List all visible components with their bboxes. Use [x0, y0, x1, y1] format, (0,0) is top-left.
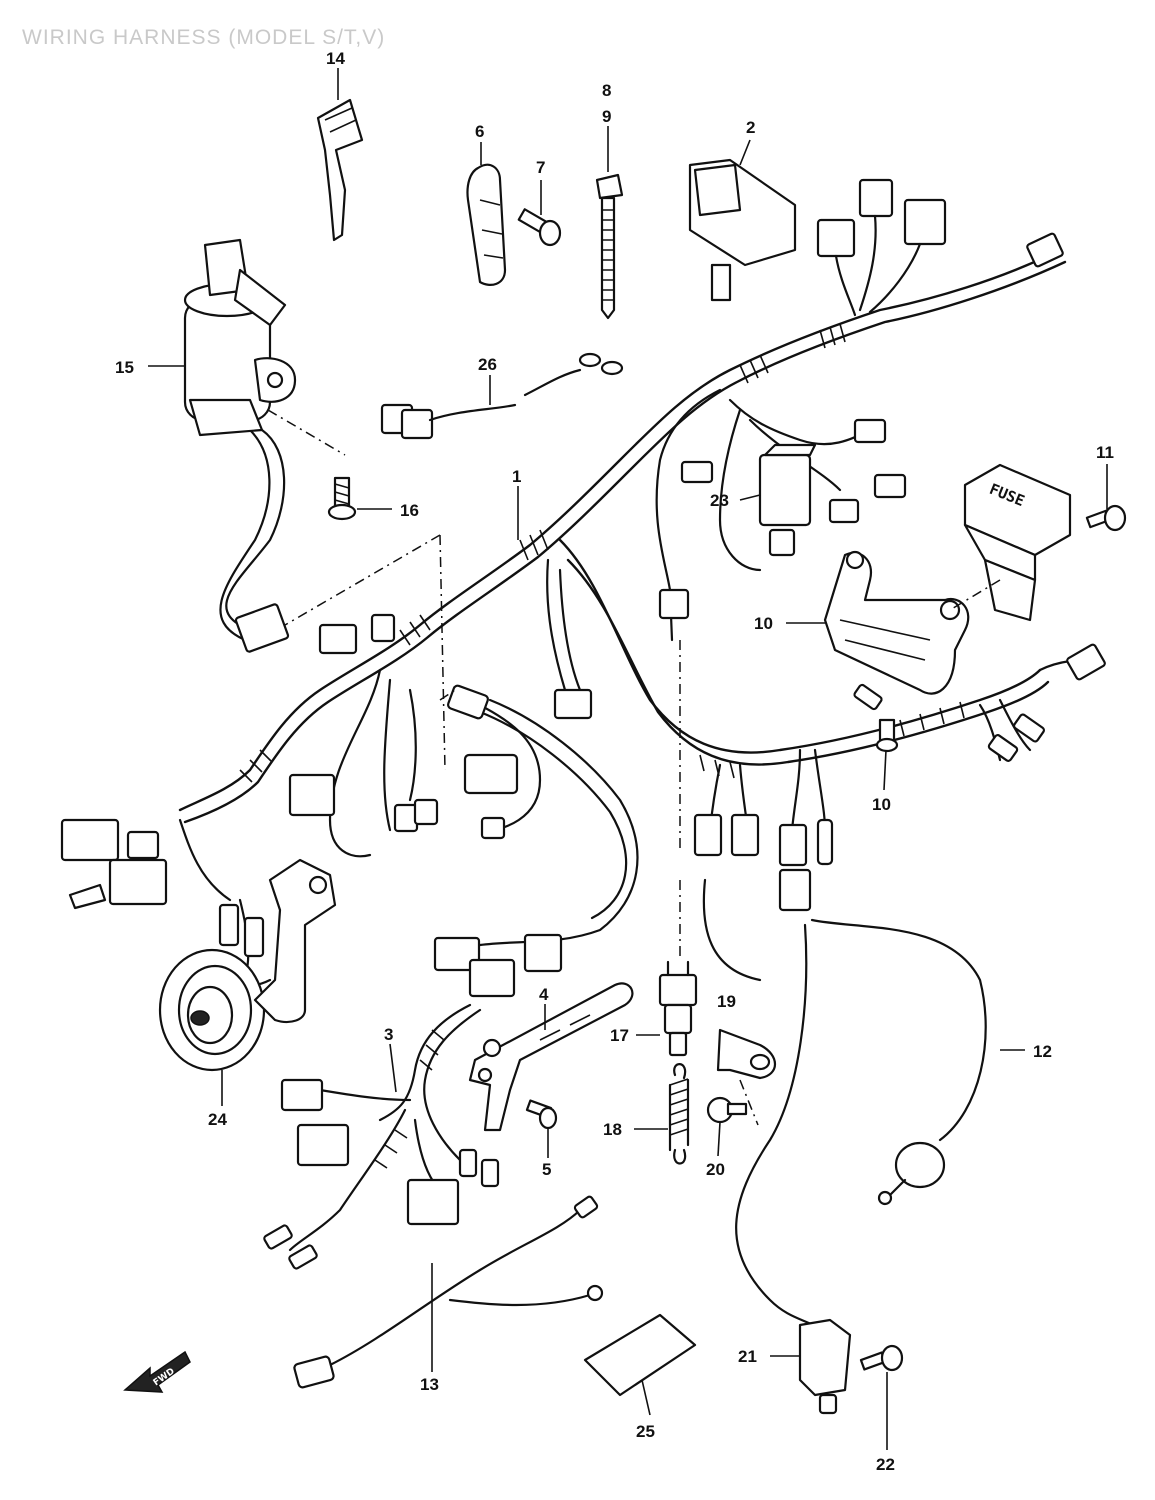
bolt-7 — [517, 208, 562, 247]
main-wiring-harness — [178, 248, 1092, 987]
connector-group-top-right — [816, 178, 1064, 317]
callout-16: 16 — [400, 501, 419, 520]
callout-19: 19 — [717, 992, 736, 1011]
sub-harness-3 — [263, 958, 516, 1270]
front-direction-arrow-icon: FWD — [123, 1350, 191, 1393]
side-stand-switch — [798, 1318, 852, 1415]
bracket-10 — [823, 550, 970, 695]
screw-11 — [1085, 504, 1127, 532]
callout-20: 20 — [706, 1160, 725, 1179]
callout-6: 6 — [475, 122, 484, 141]
callout-2: 2 — [746, 118, 755, 137]
callout-5: 5 — [542, 1160, 551, 1179]
label-sticker — [583, 1313, 697, 1397]
fuse-box: FUSE — [963, 463, 1072, 622]
callout-4: 4 — [539, 985, 549, 1004]
callout-17: 17 — [610, 1026, 629, 1045]
callout-23: 23 — [710, 491, 729, 510]
diagram-title: WIRING HARNESS (MODEL S/T,V) — [22, 26, 386, 49]
callout-10-lower: 10 — [872, 795, 891, 814]
callout-10-upper: 10 — [754, 614, 773, 633]
lead-wire-12 — [702, 878, 987, 1332]
callout-15: 15 — [115, 358, 134, 377]
bracket-4 — [468, 982, 634, 1132]
cable-tie — [595, 173, 624, 320]
key — [316, 98, 364, 242]
connector-group-mid — [680, 418, 907, 524]
horn — [158, 858, 337, 1072]
screw-22 — [859, 1344, 904, 1372]
callout-22: 22 — [876, 1455, 895, 1474]
callout-18: 18 — [603, 1120, 622, 1139]
screw-16 — [327, 476, 357, 521]
lead-wire-13 — [293, 1195, 604, 1389]
callout-12: 12 — [1033, 1042, 1052, 1061]
connector-group-left — [60, 818, 168, 910]
callout-13: 13 — [420, 1375, 439, 1394]
bolt-10-lower — [875, 718, 899, 753]
spring-18 — [668, 1063, 690, 1165]
clamp-6 — [466, 163, 507, 286]
callout-8: 8 — [602, 81, 611, 100]
callout-26: 26 — [478, 355, 497, 374]
callout-7: 7 — [536, 158, 545, 177]
callout-25: 25 — [636, 1422, 655, 1441]
callout-numbers: 14 8 9 2 6 7 15 26 1 16 11 23 10 10 4 19… — [115, 49, 1114, 1474]
callout-14: 14 — [326, 49, 345, 68]
connector-group-center — [234, 603, 593, 840]
connector-group-right — [853, 643, 1106, 762]
clamp-19 — [716, 1028, 777, 1080]
lead-wire-26 — [380, 352, 624, 440]
callout-24: 24 — [208, 1110, 227, 1129]
connector-group-lower-center — [433, 588, 834, 973]
turn-signal-relay — [688, 158, 797, 302]
callout-9: 9 — [602, 107, 611, 126]
screw-20 — [706, 1096, 748, 1124]
callout-21: 21 — [738, 1347, 757, 1366]
ignition-switch — [183, 238, 297, 437]
callout-3: 3 — [384, 1025, 393, 1044]
relay-23 — [758, 443, 817, 557]
rear-brake-light-switch — [658, 960, 698, 1057]
leader-lines — [148, 68, 1108, 1450]
screw-5 — [525, 1099, 558, 1130]
callout-1: 1 — [512, 467, 521, 486]
callout-11: 11 — [1096, 443, 1114, 462]
